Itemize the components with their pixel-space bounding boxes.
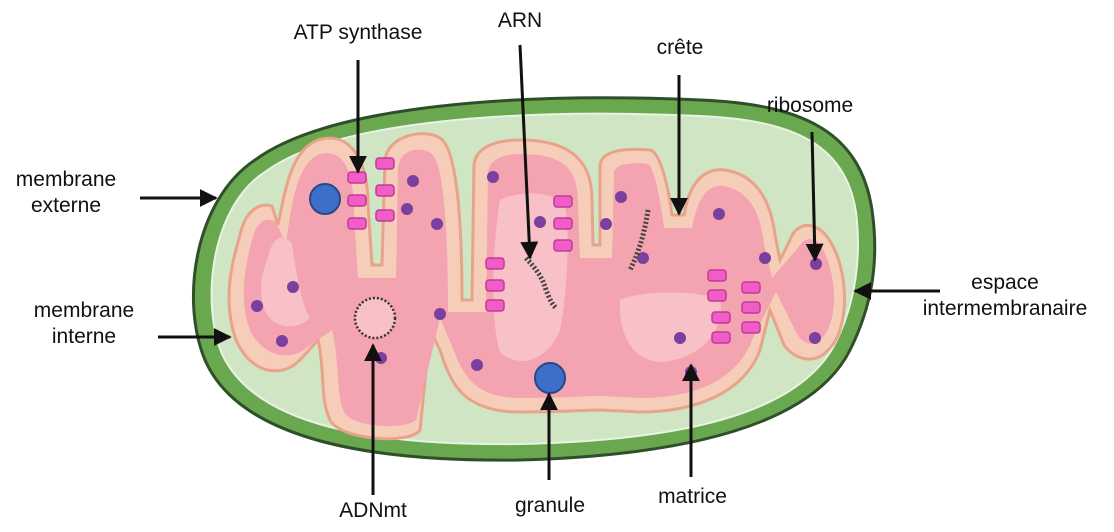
label-membrane-interne-line1: membrane xyxy=(20,298,148,324)
label-membrane-interne: membrane interne xyxy=(20,298,148,350)
label-crete: crête xyxy=(630,35,730,61)
label-matrice: matrice xyxy=(635,484,750,510)
granule-2 xyxy=(535,363,565,393)
granule-1 xyxy=(310,184,340,214)
label-espace-line1: espace xyxy=(900,270,1110,296)
label-atp-synthase: ATP synthase xyxy=(268,20,448,46)
label-membrane-externe-line1: membrane xyxy=(2,167,130,193)
mtdna-ring xyxy=(355,298,395,338)
label-membrane-interne-line2: interne xyxy=(20,324,148,350)
label-adnmt: ADNmt xyxy=(318,498,428,524)
label-membrane-externe: membrane externe xyxy=(2,167,130,219)
label-granule: granule xyxy=(495,493,605,519)
label-arn: ARN xyxy=(480,8,560,34)
label-membrane-externe-line2: externe xyxy=(2,193,130,219)
label-espace-intermembranaire: espace intermembranaire xyxy=(900,270,1110,322)
label-ribosome: ribosome xyxy=(745,93,875,119)
label-espace-line2: intermembranaire xyxy=(900,296,1110,322)
